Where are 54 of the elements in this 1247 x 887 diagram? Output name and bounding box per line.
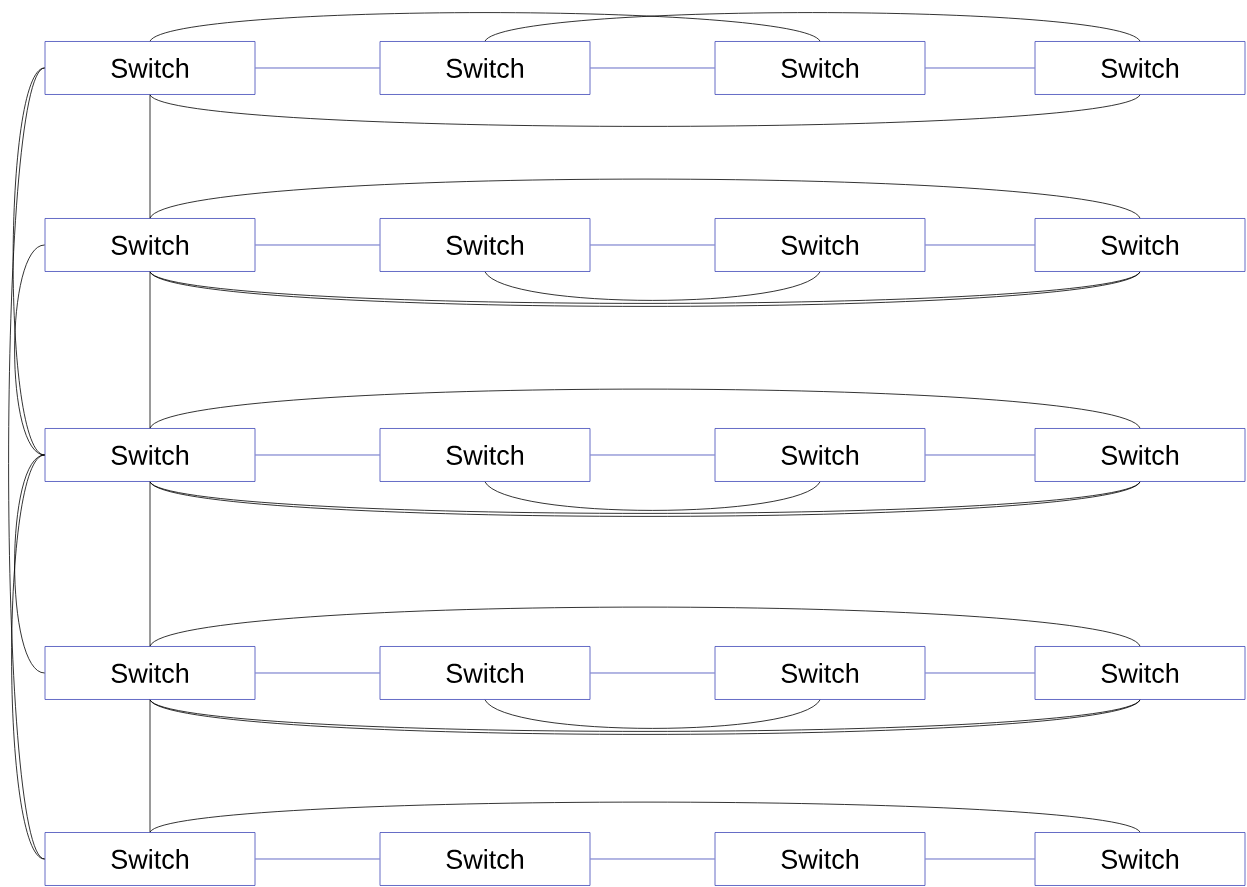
connection-line bbox=[149, 699, 151, 833]
switch-box: Switch bbox=[1034, 428, 1246, 482]
switch-box: Switch bbox=[44, 646, 256, 700]
switch-box: Switch bbox=[714, 218, 926, 272]
connection-line bbox=[149, 271, 151, 429]
connection-line bbox=[590, 858, 715, 860]
connection-line bbox=[590, 67, 715, 69]
switch-box: Switch bbox=[44, 832, 256, 886]
connection-line bbox=[149, 388, 1141, 429]
connection-line bbox=[484, 699, 821, 729]
switch-box: Switch bbox=[1034, 832, 1246, 886]
connection-line bbox=[8, 67, 45, 860]
connection-line bbox=[590, 244, 715, 246]
connection-line bbox=[590, 454, 715, 456]
connection-line bbox=[484, 12, 1141, 42]
connection-line bbox=[149, 481, 151, 647]
connection-line bbox=[590, 672, 715, 674]
connection-line bbox=[149, 178, 1141, 219]
connection-line bbox=[149, 606, 1141, 647]
connection-line bbox=[925, 858, 1035, 860]
connection-line bbox=[14, 244, 45, 456]
switch-box: Switch bbox=[379, 832, 591, 886]
connection-line bbox=[11, 454, 45, 860]
connection-line bbox=[149, 94, 1141, 127]
connection-line bbox=[14, 454, 45, 674]
switch-box: Switch bbox=[379, 646, 591, 700]
switch-box: Switch bbox=[379, 41, 591, 95]
switch-box: Switch bbox=[714, 41, 926, 95]
connection-line bbox=[149, 94, 151, 219]
switch-box: Switch bbox=[44, 218, 256, 272]
connection-line bbox=[255, 454, 380, 456]
connection-line bbox=[484, 271, 821, 301]
connection-line bbox=[925, 67, 1035, 69]
connection-line bbox=[925, 244, 1035, 246]
connection-line bbox=[255, 858, 380, 860]
connection-line bbox=[255, 244, 380, 246]
switch-box: Switch bbox=[379, 218, 591, 272]
switch-box: Switch bbox=[44, 41, 256, 95]
switch-box: Switch bbox=[714, 428, 926, 482]
connection-line bbox=[12, 67, 45, 456]
switch-box: Switch bbox=[44, 428, 256, 482]
switch-box: Switch bbox=[1034, 646, 1246, 700]
connection-line bbox=[255, 672, 380, 674]
connection-line bbox=[149, 801, 1141, 833]
switch-box: Switch bbox=[379, 428, 591, 482]
connection-line bbox=[149, 12, 821, 42]
switch-box: Switch bbox=[714, 832, 926, 886]
connection-line bbox=[255, 67, 380, 69]
switch-box: Switch bbox=[714, 646, 926, 700]
switch-box: Switch bbox=[1034, 218, 1246, 272]
switch-box: Switch bbox=[1034, 41, 1246, 95]
connection-line bbox=[925, 672, 1035, 674]
connection-line bbox=[925, 454, 1035, 456]
connection-line bbox=[484, 481, 821, 511]
